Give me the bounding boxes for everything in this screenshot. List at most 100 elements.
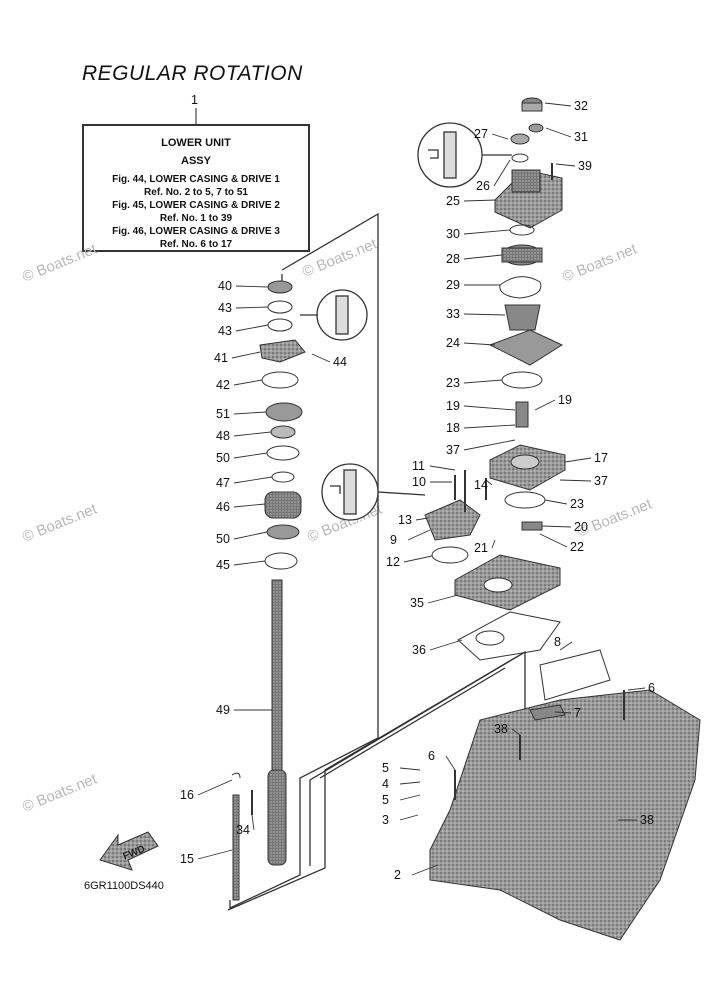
callout-leader-line	[233, 379, 263, 386]
page-title: REGULAR ROTATION	[82, 62, 303, 85]
callout-leader-line	[251, 814, 255, 831]
callout-leader-line	[429, 465, 456, 471]
callout-leader-line	[463, 342, 496, 346]
callout-number: 50	[216, 451, 230, 465]
callout-number: 24	[446, 336, 460, 350]
callout-leader-line	[493, 159, 511, 187]
callout-number: 6	[648, 681, 655, 695]
callout-leader-line	[429, 639, 463, 651]
callout-number: 21	[474, 541, 488, 555]
callout-leader-line	[559, 479, 592, 482]
assembly-reference-box: LOWER UNIT ASSY Fig. 44, LOWER CASING & …	[82, 124, 310, 252]
detail-bubbles	[300, 122, 512, 521]
callout-number: 8	[554, 635, 561, 649]
callout-leader-line	[403, 555, 433, 563]
ref-box-line2: ASSY	[181, 155, 211, 167]
callout-number: 51	[216, 407, 230, 421]
callout-leader-line	[233, 431, 272, 437]
callout-number: 19	[446, 399, 460, 413]
callout-number: 13	[398, 513, 412, 527]
callout-number: 23	[446, 376, 460, 390]
callout-leader-line	[534, 399, 556, 411]
callout-leader-line	[544, 499, 568, 505]
callout-leader-line	[407, 529, 431, 541]
callout-leader-line	[399, 767, 421, 771]
callout-number: 44	[333, 355, 347, 369]
callout-leader-line	[235, 285, 269, 288]
callout-number: 37	[594, 474, 608, 488]
callout-number: 45	[216, 558, 230, 572]
callout-leader-line	[555, 163, 576, 167]
callout-number: 41	[214, 351, 228, 365]
callout-number: 39	[578, 159, 592, 173]
callout-number: 38	[640, 813, 654, 827]
callout-number: 47	[216, 476, 230, 490]
callout-leader-line	[511, 728, 521, 736]
callout-leader-line	[427, 594, 459, 604]
callout-number: 49	[216, 703, 230, 717]
callout-number: 31	[574, 130, 588, 144]
callout-leader-line	[544, 102, 572, 107]
callout-leader-line	[233, 411, 267, 415]
callout-leader-line	[491, 133, 509, 140]
callout-number: 6	[428, 749, 435, 763]
callout-number: 5	[382, 761, 389, 775]
callout-leader-line	[399, 781, 421, 785]
callout-number: 46	[216, 500, 230, 514]
callout-number: 26	[476, 179, 490, 193]
callout-number: 27	[474, 127, 488, 141]
callout-leader-line	[541, 525, 572, 528]
callout-number: 38	[494, 722, 508, 736]
callout-number: 43	[218, 324, 232, 338]
callout-leader-line	[485, 479, 493, 486]
callout-leader-line	[627, 687, 646, 691]
callout-number: 12	[386, 555, 400, 569]
ref-line: Ref. No. 1 to 39	[159, 213, 233, 224]
callout-number: 3	[382, 813, 389, 827]
callout-leader-line	[399, 814, 419, 821]
callout-number: 36	[412, 643, 426, 657]
callout-leader-line	[463, 199, 497, 202]
callout-leader-line	[559, 641, 573, 651]
water-pump-parts	[424, 97, 566, 661]
callout-number: 32	[574, 99, 588, 113]
callout-leader-line	[491, 539, 496, 549]
callout-leader-line	[311, 353, 331, 363]
ref-box-line1: LOWER UNIT	[161, 137, 231, 149]
callout-number: 16	[180, 788, 194, 802]
callout-leader-line	[235, 324, 269, 332]
callout-number: 22	[570, 540, 584, 554]
callout-leader-line	[463, 379, 503, 384]
ref-line: Ref. No. 2 to 5, 7 to 51	[144, 187, 248, 198]
callout-leader-line	[233, 560, 266, 566]
diagram-code: 6GR1100DS440	[84, 880, 164, 892]
callout-number: 17	[594, 451, 608, 465]
ref-line: Fig. 46, LOWER CASING & DRIVE 3	[112, 226, 280, 237]
ref-line: Ref. No. 6 to 17	[159, 239, 233, 250]
callout-number: 18	[446, 421, 460, 435]
callout-number: 2	[394, 868, 401, 882]
callout-number: 14	[474, 478, 488, 492]
callout-leader-line	[233, 503, 266, 508]
callout-leader-line	[233, 531, 268, 540]
callout-number: 9	[390, 533, 397, 547]
ref-line: Fig. 45, LOWER CASING & DRIVE 2	[112, 200, 280, 211]
callout-leader-line	[233, 476, 273, 484]
callout-number: 37	[446, 443, 460, 457]
callout-number: 7	[574, 706, 581, 720]
callout-leader-line	[554, 711, 572, 714]
callout-number: 48	[216, 429, 230, 443]
callout-leader-line	[463, 313, 506, 316]
callout-number: 28	[446, 252, 460, 266]
fwd-arrow-icon: FWD	[99, 831, 159, 871]
callout-number: 42	[216, 378, 230, 392]
callout-leader-line	[564, 457, 592, 463]
lower-casing	[429, 649, 701, 941]
callout-number: 29	[446, 278, 460, 292]
callout-number: 4	[382, 777, 389, 791]
callout-leader-line	[463, 254, 503, 260]
callout-number: 50	[216, 532, 230, 546]
callout-leader-line	[463, 405, 516, 411]
